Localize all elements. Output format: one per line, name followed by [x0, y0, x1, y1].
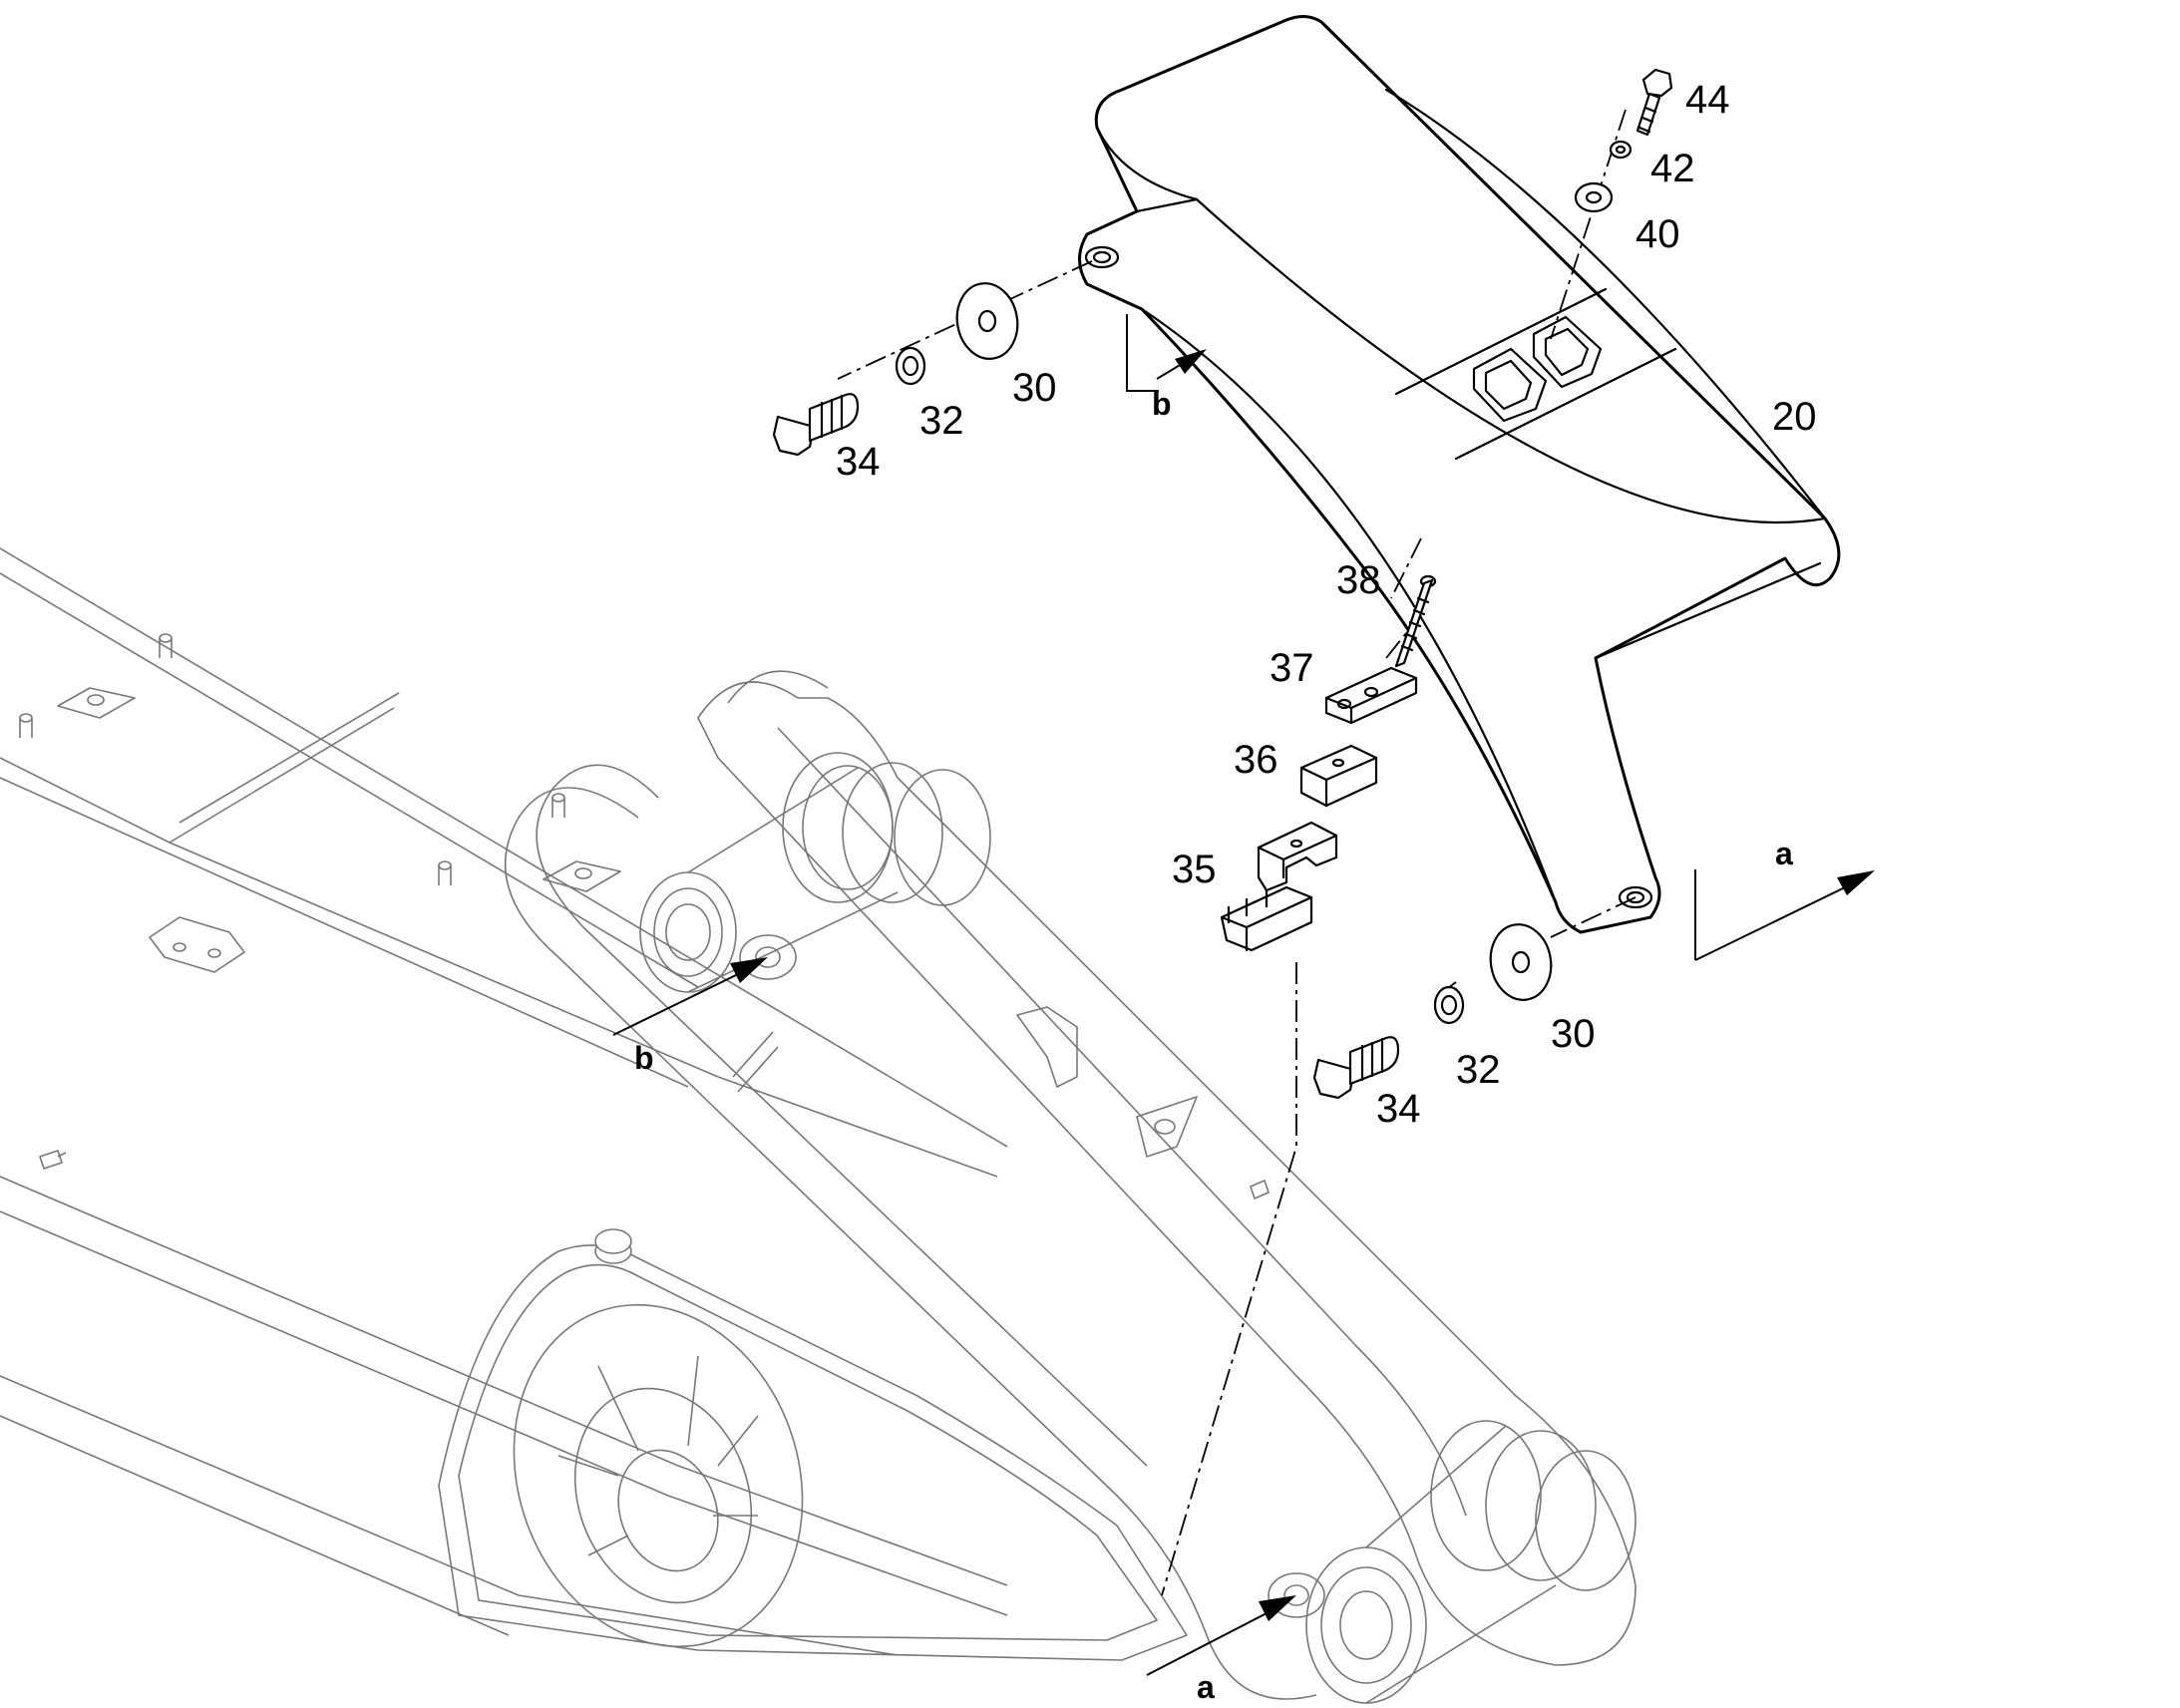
bolt-44	[1635, 68, 1673, 137]
view-marker-b-top: b	[1152, 386, 1172, 422]
view-markers: b a b a	[634, 386, 1793, 1705]
upper-lockwasher-32	[895, 346, 926, 386]
block-36	[1299, 744, 1378, 808]
callout-labels: 20 30 32 34 30 32 34 35 36 37 38 40 42 4…	[836, 78, 1817, 1131]
callout-35: 35	[1172, 848, 1217, 891]
view-marker-a-bottom: a	[1197, 1669, 1215, 1705]
callout-20: 20	[1772, 395, 1817, 439]
callout-38: 38	[1336, 558, 1381, 602]
upper-washer-30	[955, 282, 1019, 360]
view-marker-b-bottom: b	[634, 1040, 654, 1076]
lockwasher-42	[1609, 140, 1633, 160]
callout-34-upper: 34	[836, 440, 881, 484]
callout-30-upper: 30	[1012, 366, 1057, 410]
callout-44: 44	[1685, 78, 1730, 122]
lower-bolt-34	[1312, 1036, 1400, 1100]
callout-36: 36	[1234, 738, 1278, 782]
boom-structure	[0, 547, 1636, 1704]
plate-37	[1324, 666, 1418, 725]
view-marker-a-top: a	[1775, 836, 1793, 871]
lower-washer-30	[1489, 923, 1553, 1001]
lower-lockwasher-32	[1433, 985, 1465, 1025]
upper-bolt-34	[772, 393, 860, 457]
screw-38	[1394, 574, 1437, 668]
assembly-axes	[837, 109, 1636, 1596]
callout-40: 40	[1635, 212, 1680, 256]
view-arrows	[612, 314, 1875, 1676]
callout-37: 37	[1270, 646, 1314, 690]
callout-32-lower: 32	[1456, 1048, 1501, 1092]
callout-30-lower: 30	[1551, 1012, 1596, 1056]
bracket-35	[1220, 821, 1338, 952]
washer-40	[1574, 181, 1614, 213]
callout-34-lower: 34	[1376, 1087, 1421, 1131]
callout-42: 42	[1650, 147, 1695, 190]
callout-32-upper: 32	[919, 399, 964, 443]
guard-plate-part-20	[1078, 15, 1841, 934]
